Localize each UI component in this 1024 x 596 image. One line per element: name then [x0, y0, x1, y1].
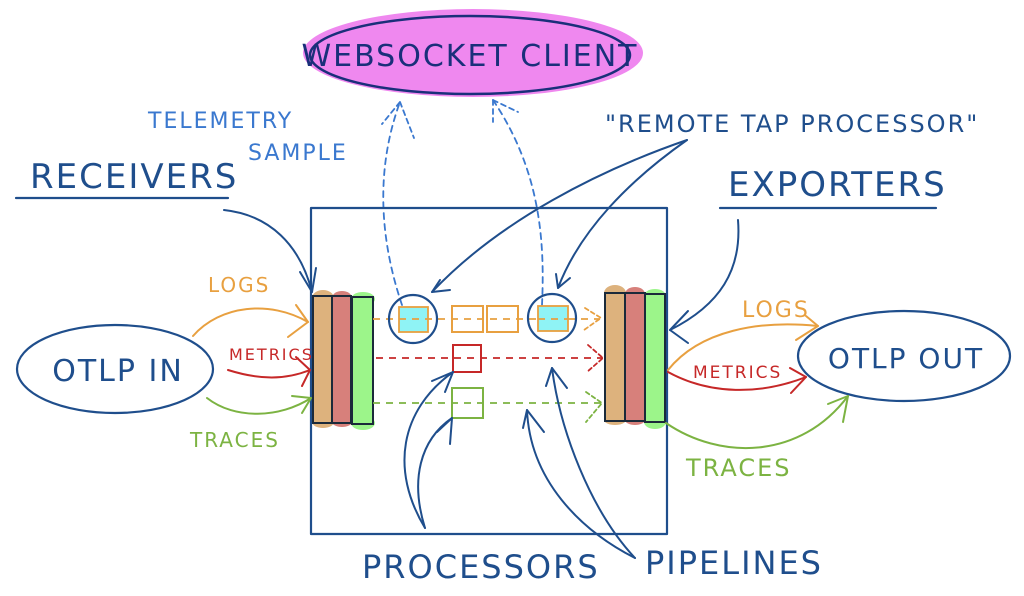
exporters-label: EXPORTERS	[728, 165, 947, 205]
pipelines-label: PIPELINES	[645, 544, 823, 582]
remote-tap-circle-right	[526, 292, 578, 344]
logs-out-arrowhead	[795, 315, 819, 341]
telemetry-sample-label-line1: TELEMETRY	[147, 109, 293, 134]
pipelines-arrow-traces	[526, 409, 636, 559]
pipeline-lines	[373, 307, 604, 423]
receivers-pointer-arrow	[223, 209, 313, 293]
logs-in-arrowhead	[287, 304, 309, 338]
remote-tap-arrowhead-left	[431, 279, 451, 293]
metrics-out-arrow	[667, 371, 807, 391]
exporter-bars[interactable]	[604, 285, 666, 429]
telemetry-sample-arrows	[381, 99, 544, 306]
sample-arrowhead-left	[381, 101, 415, 139]
otlp-in-node[interactable]: OTLP IN	[15, 323, 215, 415]
processors-arrowhead-traces	[436, 417, 453, 445]
remote-tap-processor-label: "REMOTE TAP PROCESSOR"	[605, 110, 979, 138]
pipelines-arrowhead-traces	[522, 409, 545, 433]
sample-arrowhead-right	[492, 99, 519, 123]
metrics-out-arrowhead	[789, 367, 807, 394]
incoming-signal-arrows: LOGS METRICS TRACES	[189, 273, 314, 452]
metrics-processor[interactable]	[452, 344, 482, 373]
receiver-bar-traces[interactable]	[351, 296, 374, 425]
logs-processor-1[interactable]	[451, 305, 484, 333]
exporter-bar-traces[interactable]	[644, 293, 666, 423]
otlp-in-outline	[15, 323, 215, 415]
receiver-bar-metrics[interactable]	[331, 295, 352, 424]
logs-out-arrow	[667, 323, 819, 371]
metrics-out-label: METRICS	[693, 363, 782, 383]
metrics-in-arrowhead	[295, 356, 311, 387]
otlp-out-outline	[796, 309, 1012, 403]
logs-in-label: LOGS	[208, 273, 270, 297]
websocket-client-node[interactable]: WEBSOCKET CLIENT	[302, 9, 644, 97]
remote-tap-arrow-left	[431, 139, 688, 293]
exporters-pointer-arrowhead	[669, 310, 689, 344]
traces-processor[interactable]	[451, 387, 484, 419]
metrics-in-arrow	[227, 369, 311, 379]
logs-processor-2[interactable]	[486, 305, 519, 333]
traces-out-label: TRACES	[685, 454, 792, 482]
traces-out-arrowhead	[827, 395, 849, 423]
sample-arrow-right	[492, 99, 544, 306]
logs-pipeline-arrowhead	[583, 307, 602, 331]
processors-arrowhead-metrics	[431, 371, 454, 393]
logs-out-label: LOGS	[742, 298, 810, 323]
exporters-pointer-arrow	[669, 219, 740, 331]
websocket-client-outline	[308, 14, 632, 96]
traces-in-arrowhead	[291, 395, 312, 414]
remote-tap-arrowhead-right	[555, 273, 571, 289]
processors-label: PROCESSORS	[362, 548, 600, 586]
pipelines-arrow-metrics	[551, 367, 636, 559]
metrics-in-label: METRICS	[229, 345, 314, 364]
traces-pipeline-arrowhead	[585, 391, 603, 423]
pipelines-pointer-arrows	[522, 367, 636, 559]
logs-processors[interactable]	[387, 292, 578, 345]
metrics-pipeline-arrowhead	[586, 344, 604, 373]
websocket-client-fill	[303, 9, 643, 97]
receiver-bars[interactable]	[312, 290, 375, 430]
outgoing-signal-arrows: LOGS METRICS TRACES	[665, 298, 849, 482]
exporter-bar-logs[interactable]	[604, 292, 626, 422]
processors-arrow-metrics	[403, 371, 454, 529]
pipelines-arrowhead-metrics	[545, 367, 568, 389]
otlp-out-label: OTLP OUT	[828, 342, 984, 375]
otlp-in-label: OTLP IN	[52, 354, 184, 389]
remote-tap-circle-left	[387, 293, 439, 345]
exporter-bar-metrics[interactable]	[624, 292, 646, 422]
telemetry-sample-label-line2: SAMPLE	[248, 141, 348, 166]
collector-box	[309, 206, 669, 536]
processors-pointer-arrows	[403, 371, 454, 529]
sample-arrow-left	[382, 101, 403, 306]
traces-out-arrow	[665, 395, 849, 450]
processors-arrow-traces	[417, 417, 453, 529]
otlp-out-node[interactable]: OTLP OUT	[796, 309, 1012, 403]
receivers-label: RECEIVERS	[30, 157, 238, 197]
traces-in-label: TRACES	[189, 428, 280, 452]
receiver-bar-logs[interactable]	[312, 295, 333, 424]
logs-in-arrow	[192, 307, 309, 337]
traces-in-arrow	[206, 397, 312, 415]
websocket-client-label: WEBSOCKET CLIENT	[302, 39, 639, 74]
